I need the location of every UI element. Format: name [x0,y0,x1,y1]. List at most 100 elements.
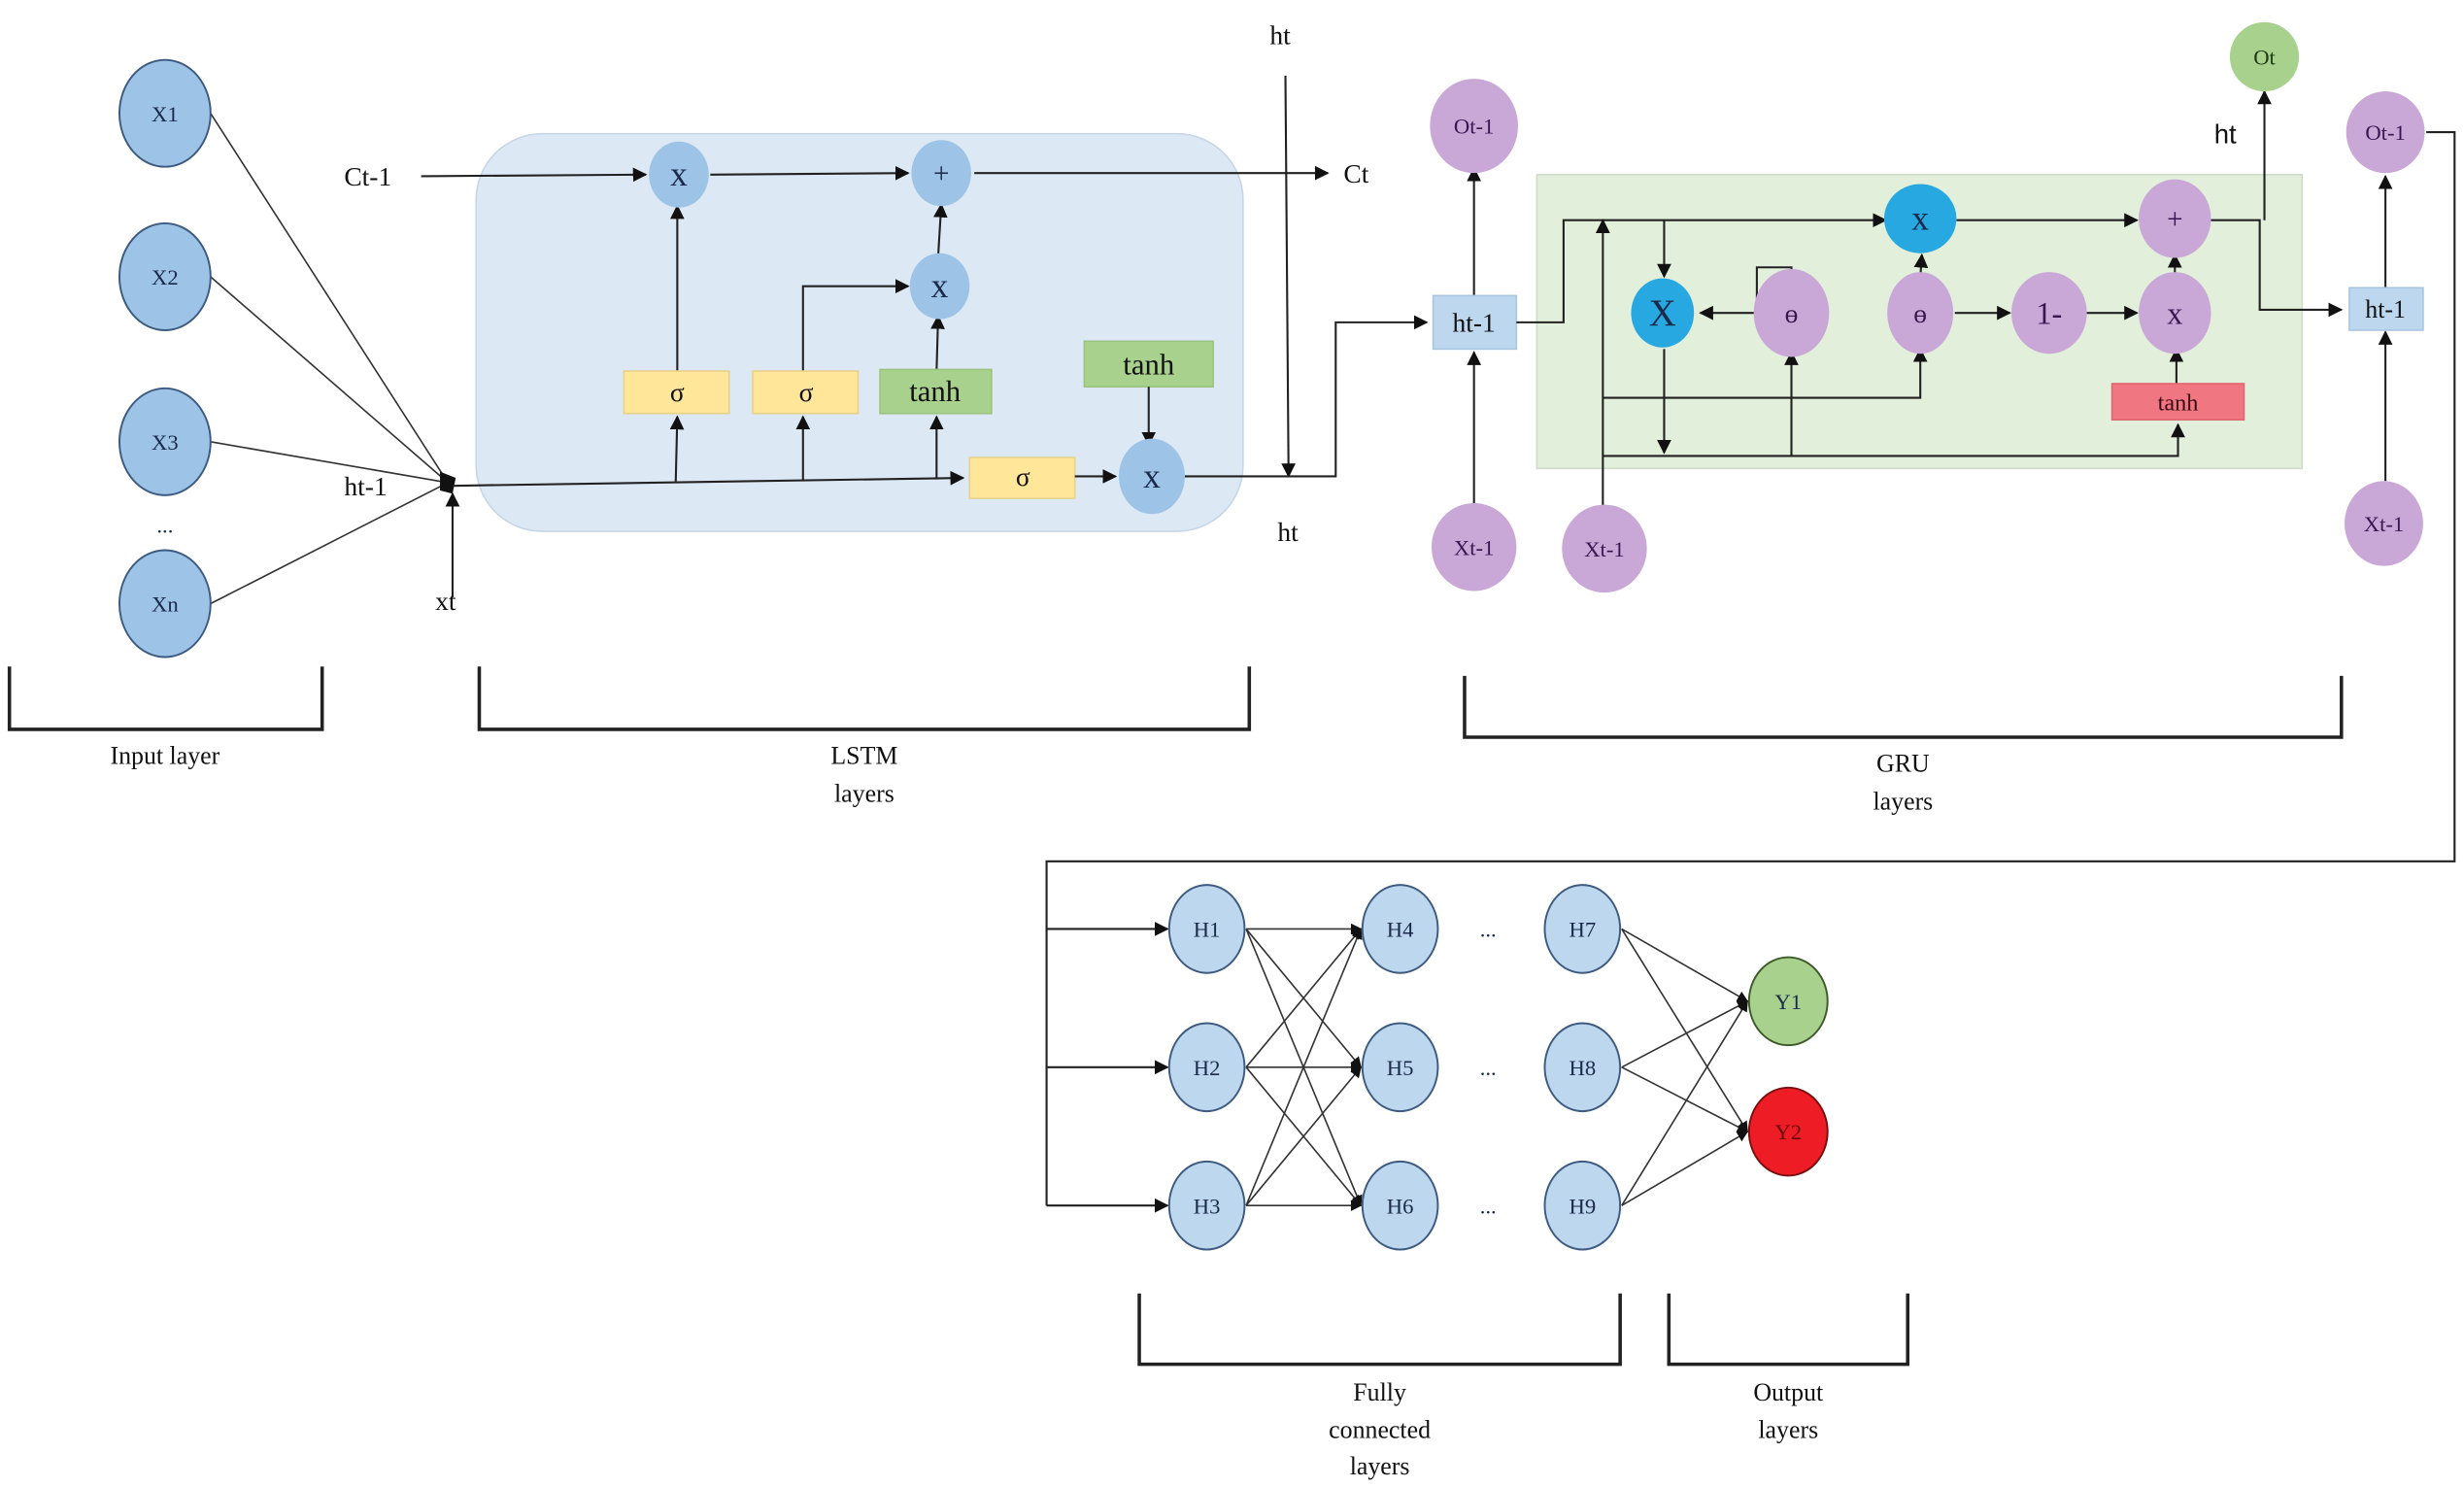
node-label: Ot-1 [1454,115,1495,139]
lstm-to-gru-line [1184,315,1429,478]
node-label: H1 [1194,918,1221,942]
gru-bracket [1463,675,2344,739]
gru-caption-line1: GRU [1876,750,1930,778]
input-node-x2: X2 [118,221,212,331]
node-label: H4 [1387,918,1414,942]
dense-ellipsis: ... [1480,918,1497,942]
node-label: Xt-1 [1584,537,1625,561]
sigma-label: σ [1016,461,1030,491]
node-label: Ot [2253,46,2276,70]
node-label: H9 [1569,1194,1596,1218]
output-mult-op: x [1119,438,1185,515]
gru-left-input-node: Xt-1 [1431,502,1517,591]
lstm-bracket [477,666,1252,731]
lstm-cell: Ct-1 ht-1 xt Ct ht ht σ σ tanh [344,19,1429,807]
dense-node-h1: H1 [1167,884,1246,974]
gru-output-node: Ot [2229,21,2300,92]
gru-right-input-node: Xt-1 [2345,481,2423,566]
dense-bracket [1137,1293,1622,1367]
edge-x1 [210,113,449,484]
lstm-ht-top-label: ht [1269,19,1291,50]
lstm-cprev-label: Ct-1 [344,161,391,191]
input-node-label: X2 [152,265,179,289]
candidate-tanh: tanh [879,368,993,415]
input-node-x3: X3 [118,387,212,496]
input-node-x1: X1 [118,58,212,168]
node-label: Ot-1 [2365,120,2406,145]
sigma-label: σ [799,377,814,407]
op-label: x [670,154,688,193]
input-node-xn: Xn [118,549,212,659]
edge [1621,1131,1749,1206]
output-bracket [1667,1293,1910,1367]
cell-state-in [421,167,648,183]
gru-tanh-box: tanh [2110,383,2245,422]
dense-caption-line1: Fully [1353,1378,1406,1406]
lstm-panel [475,132,1244,532]
hidden-bus [452,470,965,488]
gru-caption-line2: layers [1873,787,1933,815]
add-to-right-hidden [2211,219,2344,318]
gru-reset-mult-op: X [1631,278,1695,348]
dense-caption-line3: layers [1350,1452,1410,1480]
gru-left-hidden-box: ht-1 [1432,294,1518,351]
edge-xn [210,482,449,605]
input-layer-caption: Input layer [110,742,219,770]
x-to-tanh [1603,422,2185,457]
gru-cell: Ot-1 ht-1 Xt-1 X [1430,21,2425,815]
node-label: Y2 [1774,1120,1802,1144]
op-label: x [2167,295,2182,330]
candidate-to-mult [930,314,945,372]
hidden-label: ht-1 [2365,295,2406,323]
edge-x2 [210,276,449,484]
gru-inner-input-node: Xt-1 [1562,504,1647,593]
edge [1621,1066,1749,1132]
h-to-update-mult [1516,213,1888,323]
lstm-xt-label: xt [435,586,456,616]
lstm-caption-line2: layers [834,779,894,807]
node-label: Y1 [1774,990,1802,1014]
node-label: Xt-1 [2364,512,2405,536]
dense-caption-line2: connected [1329,1416,1431,1444]
edge [1621,928,1749,1002]
op-label: ɵ [1913,298,1927,328]
mult-to-add [933,203,948,256]
node-label: H6 [1387,1194,1414,1218]
x-to-update-gate [1603,347,1928,399]
lstm-ct-label: Ct [1343,158,1368,188]
fully-connected-layers: H1 H2 H3 H4 H5 H6 ... ... ... H7 [1137,884,1749,1480]
dense-edges [1245,923,1749,1211]
input-ellipsis: ... [156,514,173,538]
lstm-hprev-label: ht-1 [344,471,387,501]
dense-node-h9: H9 [1543,1160,1622,1251]
op-label: x [1911,198,1929,237]
dense-ellipsis: ... [1480,1056,1497,1080]
op-label: 1- [2036,295,2062,330]
input-to-mult [801,279,910,372]
cell-state-mid [710,165,910,181]
lstm-ht-bottom-label: ht [1277,517,1299,547]
node-label: H8 [1569,1056,1596,1080]
input-node-label: X3 [152,430,179,455]
bus-to-forget [669,415,685,483]
node-label: H7 [1569,918,1596,942]
gru-right-output-node: Ot-1 [2346,91,2425,174]
dense-node-h6: H6 [1361,1160,1439,1251]
op-label: x [1143,456,1161,495]
output-caption-line2: layers [1758,1416,1818,1444]
junction-marker [440,471,456,494]
cell-tanh: tanh [1083,340,1214,389]
hidden-label: ht-1 [1453,308,1496,338]
input-gate-sigma: σ [752,370,860,415]
op-label: ɵ [1785,298,1799,328]
edge-x3 [210,441,449,484]
input-layer-bracket [7,666,324,731]
gru-update-gate: ɵ [1887,272,1954,355]
edge [1621,928,1748,1133]
edge [1245,928,1362,1068]
output-node-y1: Y1 [1747,956,1829,1047]
edge [1621,1000,1749,1068]
dense-node-h5: H5 [1361,1022,1439,1113]
op-label: + [933,158,949,189]
output-caption-line1: Output [1753,1378,1824,1406]
